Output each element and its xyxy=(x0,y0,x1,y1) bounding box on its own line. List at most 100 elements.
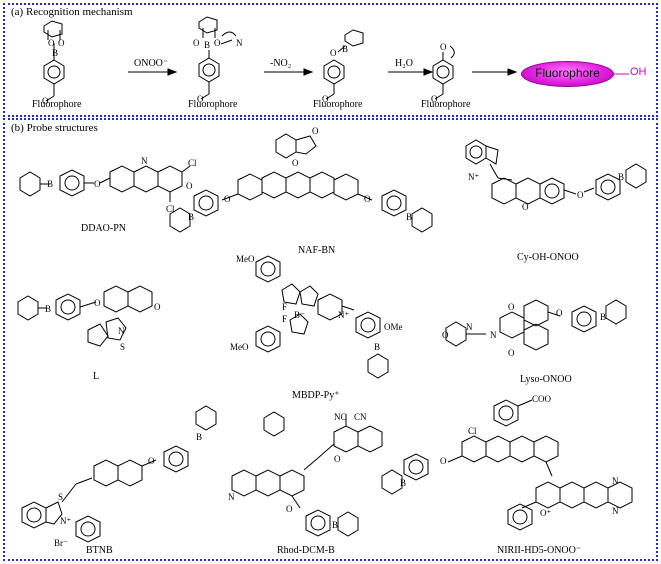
atom-label: O xyxy=(334,454,341,464)
atom-label: B xyxy=(400,478,406,488)
atom-label: O xyxy=(364,194,371,204)
atom-label: Cl xyxy=(468,426,477,436)
probe-structure-btnb xyxy=(21,405,217,543)
fluorophore-label: Fluorophore xyxy=(188,99,238,110)
atom-label: B⁻ xyxy=(294,310,305,320)
arrow-head xyxy=(423,68,434,76)
fluorophore-ellipse xyxy=(521,61,614,87)
probe-structure-cy-oh-onoo xyxy=(465,139,647,205)
atom-label: B xyxy=(45,304,51,314)
reagent-minus-no2: -NO₂ xyxy=(270,58,292,69)
atom-label: O xyxy=(322,94,329,104)
atom-label: O xyxy=(42,96,49,106)
atom-label: O xyxy=(442,330,449,340)
atom-label: O xyxy=(312,126,319,136)
atom-label: O xyxy=(94,298,101,308)
panel-recognition-mechanism: (a) Recognition mechanism xyxy=(3,3,658,117)
atom-label: N⁺ xyxy=(468,172,479,182)
atom-label: O xyxy=(94,179,101,189)
probe-label-naf-bn: NAF-BN xyxy=(298,245,336,256)
reagent-water: H₂O xyxy=(395,58,413,69)
fluorophore-label: Fluorophore xyxy=(421,99,471,110)
atom-label: N⁺ xyxy=(338,310,349,320)
probe-label-nirii-hd5-onoo: NIRII-HD5-ONOO⁻ xyxy=(497,545,582,556)
probe-structure-mbdp-py xyxy=(255,255,389,379)
atom-label: S xyxy=(120,342,125,352)
atom-label: O xyxy=(286,504,293,514)
atom-label: COO xyxy=(532,394,552,404)
atom-label: O xyxy=(577,190,584,200)
fluorophore-ellipse-label: Fluorophore xyxy=(535,66,600,80)
mechanism-molecule-borate xyxy=(323,29,364,100)
atom-label: B xyxy=(374,342,380,352)
atom-label: O xyxy=(556,308,563,318)
atom-label: O xyxy=(330,48,337,58)
atom-label: O xyxy=(58,38,65,48)
probe-structure-nirii-hd5 xyxy=(381,399,633,531)
atom-label: N xyxy=(236,38,243,48)
atom-label: O xyxy=(186,181,193,191)
probe-structure-rhod-dcm-b xyxy=(231,411,383,537)
atom-label: O xyxy=(508,348,515,358)
atom-label: B xyxy=(47,179,53,189)
atom-label: O xyxy=(292,158,299,168)
atom-label: CN xyxy=(354,412,367,422)
probe-label-l: L xyxy=(93,371,100,382)
atom-label: N xyxy=(228,492,235,502)
probe-label-btnb: BTNB xyxy=(86,545,113,556)
probe-label-lyso-onoo: Lyso-ONOO xyxy=(520,374,572,385)
atom-label: S xyxy=(58,492,63,502)
panel-b-title: (b) Probe structures xyxy=(11,122,98,134)
atom-label: B xyxy=(188,212,194,222)
atom-label: F xyxy=(282,314,287,324)
atom-label: B xyxy=(196,432,202,442)
atom-label: O xyxy=(148,456,155,466)
probe-structure-ddao-pn xyxy=(19,165,191,202)
atom-label: N xyxy=(612,476,619,486)
probe-label-mbdp-py: MBDP-Py⁺ xyxy=(292,390,340,401)
atom-label: N xyxy=(141,156,148,166)
atom-label: O xyxy=(440,456,447,466)
atom-label: N xyxy=(466,322,473,332)
probe-structure-lyso-onoo xyxy=(445,299,627,351)
atom-label: O xyxy=(508,302,515,312)
panel-probe-structures: (b) Probe structures xyxy=(3,118,658,561)
reagent-onoo: ONOO⁻ xyxy=(134,58,169,69)
atom-label: B xyxy=(204,40,210,50)
atom-label: Br⁻ xyxy=(54,538,68,548)
mechanism-molecule-adduct xyxy=(198,16,237,100)
fluorophore-label: Fluorophore xyxy=(32,99,82,110)
atom-label: NC xyxy=(334,412,347,422)
atom-label: N⁺ xyxy=(60,516,71,526)
probe-structure-naf-bn xyxy=(169,133,433,233)
atom-label: B xyxy=(600,312,606,322)
probe-structure-l xyxy=(17,285,153,347)
atom-label: O xyxy=(48,38,55,48)
atom-label: B xyxy=(332,520,338,530)
panel-a-title: (a) Recognition mechanism xyxy=(11,6,133,18)
atom-label: O xyxy=(214,38,221,48)
atom-label: B xyxy=(406,212,412,222)
probe-label-cy-oh-onoo: Cy-OH-ONOO xyxy=(517,252,579,263)
atom-label: O⁺ xyxy=(540,508,551,518)
atom-label: OMe xyxy=(384,322,403,332)
mechanism-molecule-boronate xyxy=(43,20,65,102)
fluorophore-label: Fluorophore xyxy=(313,99,363,110)
atom-label: Cl xyxy=(166,204,175,214)
arrow-head xyxy=(303,68,314,76)
mechanism-molecule-phenoxide xyxy=(432,45,455,100)
atom-label: MeO xyxy=(230,342,249,352)
probe-label-rhod-dcm-b: Rhod-DCM-B xyxy=(277,545,335,556)
atom-label: MeO xyxy=(236,254,255,264)
atom-label: B xyxy=(52,48,58,58)
atom-label: O xyxy=(522,202,529,212)
hydroxyl-label: OH xyxy=(630,66,647,78)
atom-label: N xyxy=(118,326,125,336)
atom-label: O xyxy=(154,302,161,312)
atom-label: O xyxy=(431,94,438,104)
atom-label: O xyxy=(440,42,447,52)
atom-label: B xyxy=(342,44,348,54)
probe-label-ddao-pn: DDAO-PN xyxy=(81,223,126,234)
atom-label: B xyxy=(618,172,624,182)
